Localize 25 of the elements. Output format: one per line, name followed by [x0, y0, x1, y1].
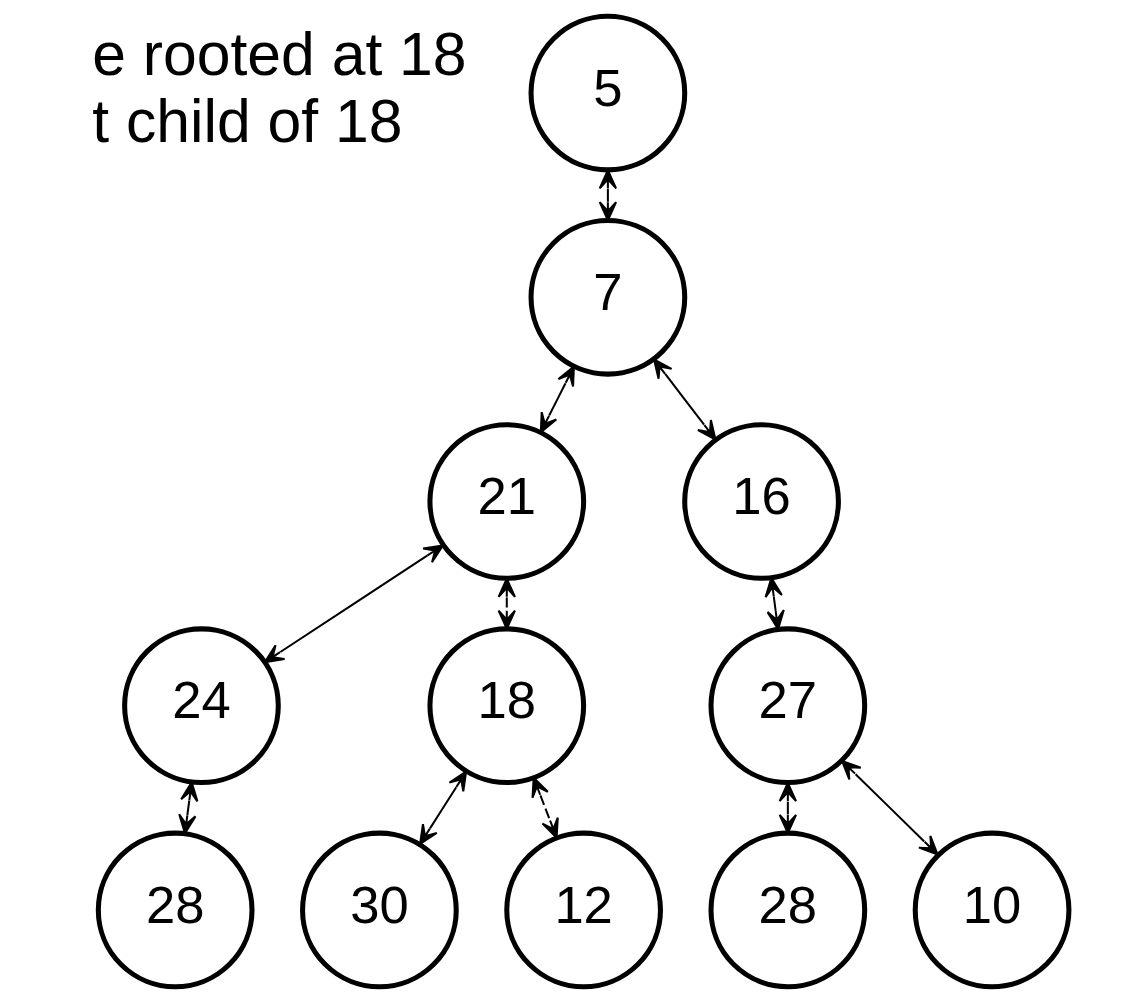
- node-circle: 27: [708, 626, 868, 786]
- arrow: [419, 770, 468, 845]
- arrow: [653, 358, 717, 441]
- node-circle: 30: [300, 830, 459, 990]
- arrow: [539, 365, 575, 434]
- arrow: [778, 781, 798, 835]
- arrow: [178, 781, 199, 835]
- node-circle: 7: [528, 217, 688, 377]
- node-circle: 18: [427, 626, 587, 786]
- arrow: [764, 577, 785, 631]
- node-circle: 24: [122, 626, 281, 786]
- node-circle: 28: [708, 830, 868, 990]
- arrow: [841, 759, 939, 856]
- label: t child of 18: [92, 86, 403, 155]
- node-circle: 21: [427, 422, 587, 581]
- arrow: [531, 776, 559, 839]
- label: e rooted at 18: [92, 19, 467, 88]
- node-circle: 16: [682, 422, 841, 581]
- arrow: [598, 169, 618, 222]
- node-circle: 28: [95, 830, 255, 990]
- arrow: [263, 544, 444, 664]
- node-circle: 5: [528, 13, 688, 173]
- arrow: [497, 577, 516, 630]
- node-circle: 10: [912, 830, 1072, 990]
- node-circle: 12: [504, 830, 663, 990]
